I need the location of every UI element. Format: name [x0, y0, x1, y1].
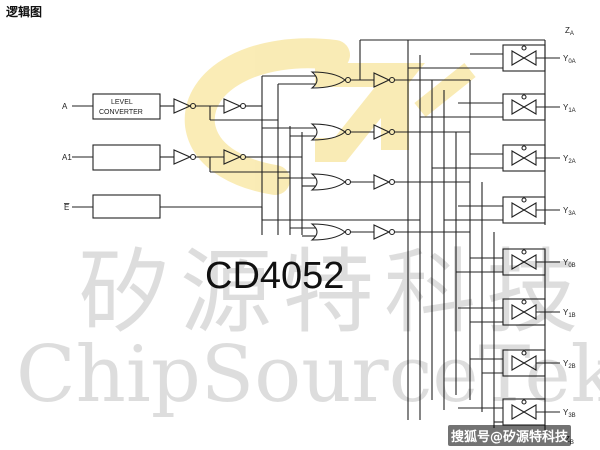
page-title: 逻辑图: [6, 5, 43, 19]
switch-y0a: [408, 44, 560, 72]
inverter-b-1: [173, 149, 192, 165]
switch-y3a: [444, 196, 560, 224]
channel-label-3b: Y3B: [563, 408, 576, 419]
part-number: CD4052: [205, 255, 345, 297]
channel-label-0b: Y0B: [563, 258, 576, 269]
watermark-english: ChipSourceTek: [16, 330, 600, 420]
input-a-label: A: [62, 102, 68, 111]
switch-y2a: [432, 144, 560, 172]
buffer-block-inhibit: [92, 194, 161, 219]
channel-label-2a: Y2A: [563, 154, 576, 165]
channel-label-3a: Y3A: [563, 206, 576, 217]
level-converter-line1: LEVEL: [111, 99, 133, 106]
channel-label-2b: Y2B: [563, 359, 576, 370]
input-inhibit-label: E: [64, 203, 69, 212]
nor-gate-2: [310, 123, 352, 141]
switch-y2b: [470, 349, 560, 377]
switch-y1a: [420, 93, 560, 121]
channel-label-1a: Y1A: [563, 103, 576, 114]
input-a1-label: A1: [62, 153, 72, 162]
nor-gate-1: [310, 71, 352, 89]
inverter-a-2: [223, 98, 242, 114]
level-converter-line2: CONVERTER: [99, 109, 143, 116]
credit-tag: 搜狐号@矽源特科技: [448, 425, 572, 446]
channel-label-0a: Y0A: [563, 54, 576, 65]
inverter-b-2: [223, 149, 242, 165]
switch-y0b: [456, 248, 560, 276]
switch-y1b: [458, 298, 560, 326]
transmission-gates: [408, 44, 560, 426]
inverter-a-1: [173, 98, 192, 114]
buffer-block-a1: [92, 144, 161, 171]
channel-label-1b: Y1B: [563, 308, 576, 319]
nor-gate-3: [310, 173, 352, 191]
watermark-chinese: 矽源特科技: [78, 239, 589, 346]
logo-watermark: [184, 38, 476, 195]
nor-gate-4: [310, 223, 352, 241]
za-label: ZA: [565, 26, 574, 37]
